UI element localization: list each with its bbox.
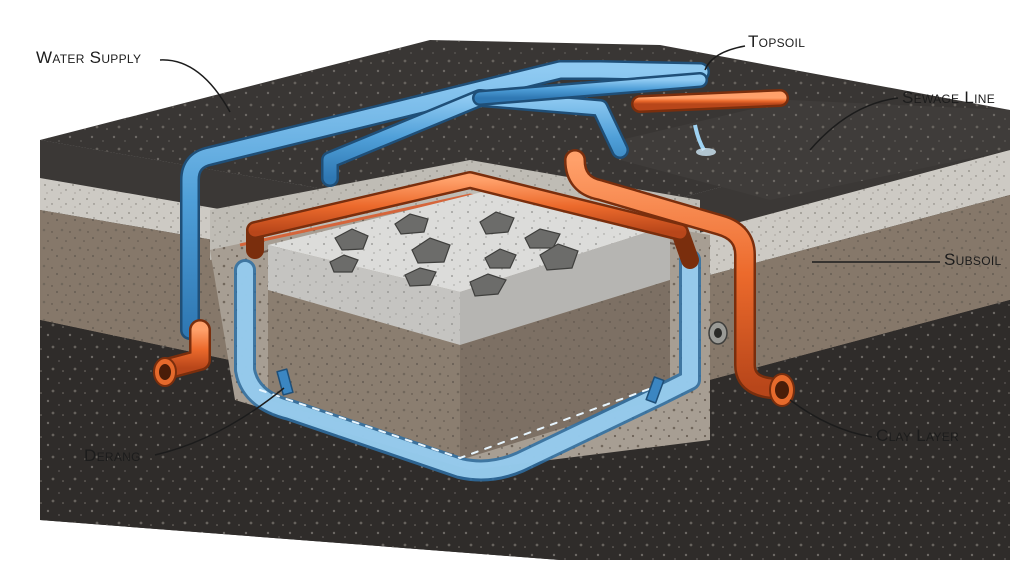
label-derang: Derang bbox=[84, 446, 141, 465]
water-supply-pipes bbox=[180, 60, 710, 482]
pipe-ends bbox=[153, 124, 795, 407]
label-subsoil: Subsoil bbox=[944, 250, 1002, 269]
leader-clay-layer bbox=[789, 399, 873, 438]
concrete-slab bbox=[268, 190, 670, 460]
leader-lines bbox=[154, 45, 940, 456]
sewage-line-pipes bbox=[159, 89, 789, 399]
leader-derang bbox=[154, 387, 285, 456]
leader-topsoil bbox=[704, 45, 746, 71]
label-topsoil: Topsoil bbox=[748, 32, 806, 51]
leader-sewage-line bbox=[809, 97, 899, 151]
label-water-supply: Water Supply bbox=[36, 48, 142, 67]
leader-water-supply bbox=[159, 59, 231, 113]
label-clay-layer: Clay Layer bbox=[876, 426, 960, 445]
block-top-surface bbox=[40, 40, 1010, 230]
label-sewage-line: Sewage Line bbox=[902, 88, 996, 107]
